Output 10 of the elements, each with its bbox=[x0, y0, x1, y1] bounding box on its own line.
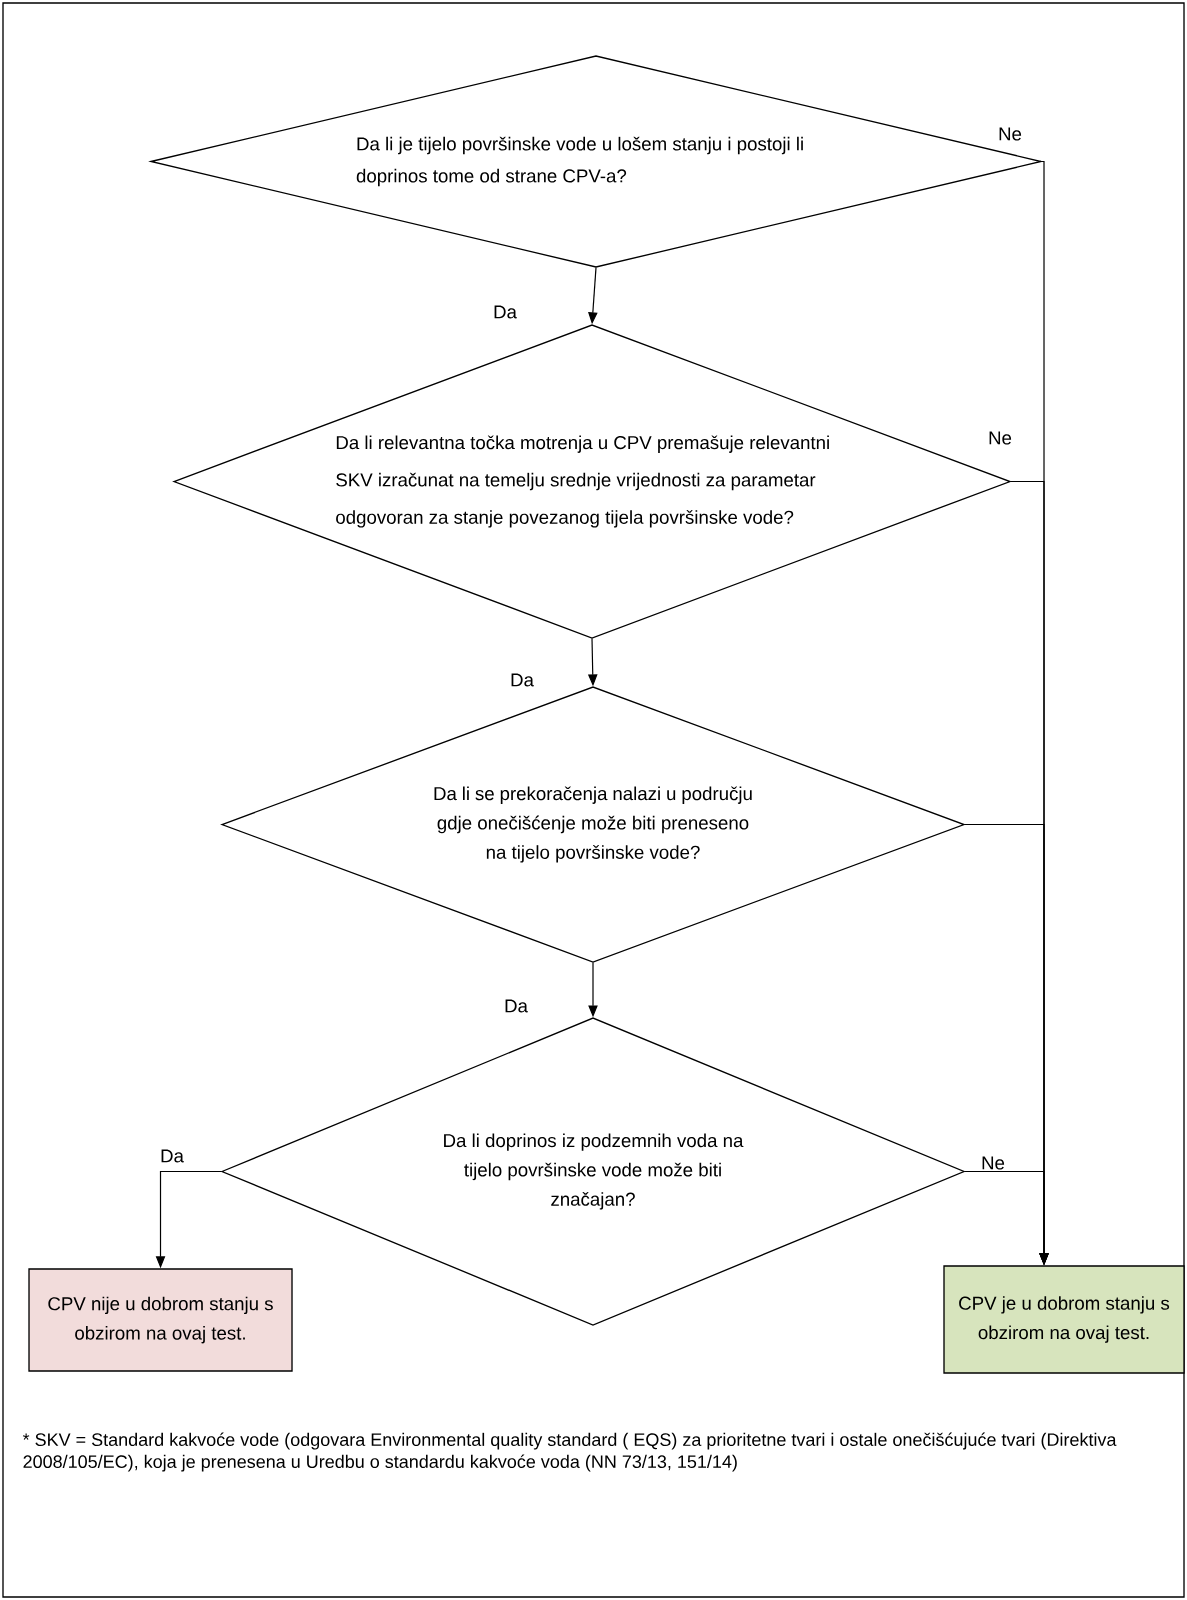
result-box: CPV je u dobrom stanju s obzirom na ovaj test. bbox=[943, 1265, 1185, 1374]
edge-label: Da bbox=[158, 1148, 186, 1164]
result-box: CPV nije u dobrom stanju s obzirom na ovaj test. bbox=[28, 1268, 293, 1372]
edge-label: Ne bbox=[986, 430, 1014, 446]
edge-label: Da bbox=[508, 672, 536, 688]
edge-label: Ne bbox=[979, 1155, 1007, 1171]
footnote: * SKV = Standard kakvoće vode (odgovara Environmental quality standard ( EQS) za prioritetne tvari i ostale onečišćujuće tvari (Direktiva 2008/105/EC), koja je prenesena u Uredbu o standardu kakvoće voda (NN 73/13, 151/14) bbox=[22, 1432, 1117, 1472]
edge-label: Da bbox=[502, 998, 530, 1014]
edge-label: Ne bbox=[996, 126, 1024, 142]
edge-label: Da bbox=[491, 304, 519, 320]
